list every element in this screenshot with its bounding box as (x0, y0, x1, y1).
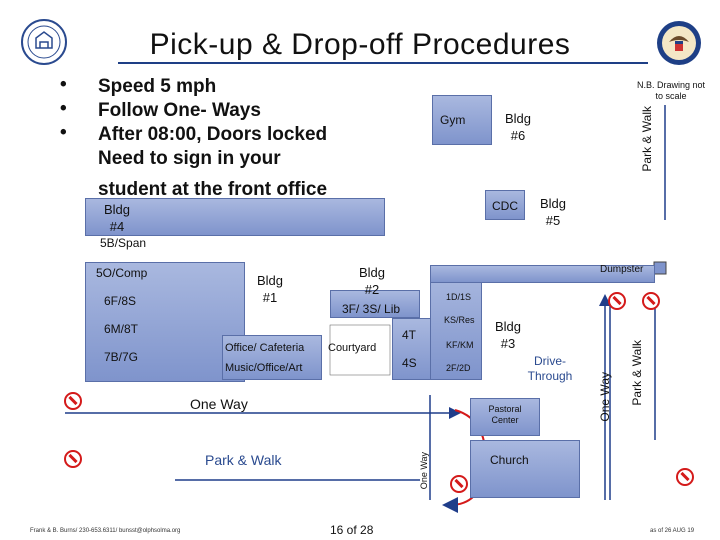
no-entry-icon (64, 392, 82, 410)
no-entry-icon (64, 450, 82, 468)
kfkm-label: KF/KM (446, 340, 474, 350)
room7b7g-label: 7B/7G (104, 350, 139, 364)
room1d1s-label: 1D/1S (446, 292, 472, 302)
building-pastoral (470, 398, 540, 436)
footer-date: as of 26 AUG 19 (650, 528, 695, 534)
building-cdc (485, 190, 525, 220)
dumpster-label: Dumpster (600, 264, 644, 275)
title-underline (118, 62, 648, 64)
comp5o-label: 5O/Comp (96, 266, 148, 280)
cdc-label: CDC (492, 199, 518, 213)
room4s-label: 4S (402, 356, 417, 370)
drive-through-label: Drive-Through (527, 354, 573, 383)
dumpster-box (653, 261, 667, 275)
park-walk-top-label: Park & Walk (640, 106, 654, 172)
bldg2-label: Bldg #2 (358, 265, 386, 297)
one-way-right-label: One Way (598, 372, 612, 422)
no-entry-icon (450, 475, 468, 493)
pastoral-label: Pastoral Center (488, 404, 522, 425)
building-1 (85, 262, 245, 382)
building-office (222, 335, 322, 380)
bldg4-label: Bldg #4 (103, 202, 131, 234)
room6m8t-label: 6M/8T (104, 322, 139, 336)
no-entry-icon (642, 292, 660, 310)
bldg1-label: Bldg #1 (256, 273, 284, 305)
building-church (470, 440, 580, 498)
building-4 (85, 198, 385, 236)
rule-item: Need to sign in your (98, 148, 281, 169)
building-dumpster-row (430, 265, 655, 283)
embassy-seal-logo (657, 21, 701, 65)
footer-contact: Frank & B. Burns/ 230-653.6311/ bunsst@o… (30, 528, 181, 534)
rule-item: Speed 5 mph (98, 76, 217, 97)
rule-item: student at the front office (98, 179, 328, 200)
room4t-label: 4T (402, 328, 417, 342)
span5b-label: 5B/Span (100, 236, 147, 250)
building-gym (432, 95, 492, 145)
music-label: Music/Office/Art (225, 362, 303, 374)
park-walk-bottom-label: Park & Walk (205, 452, 282, 468)
ksres-label: KS/Res (444, 315, 475, 325)
office-label: Office/ Cafeteria (225, 342, 305, 354)
bldg3-label: Bldg #3 (494, 319, 522, 351)
building-2 (330, 290, 420, 318)
bldg6-label: Bldg #6 (504, 111, 532, 143)
school-seal-logo (21, 19, 67, 65)
no-entry-icon (676, 468, 694, 486)
building-4t-4s (392, 318, 432, 380)
one-way-small-label: One Way (419, 452, 429, 490)
park-walk-right-label: Park & Walk (630, 340, 644, 406)
courtyard-area (329, 324, 391, 376)
gym-label: Gym (440, 113, 466, 127)
courtyard-label: Courtyard (328, 342, 377, 354)
building-3 (430, 270, 482, 380)
no-entry-icon (608, 292, 626, 310)
page-number: 16 of 28 (330, 523, 374, 537)
rule-item: Follow One- Ways (98, 100, 261, 121)
lib-label: 3F/ 3S/ Lib (342, 302, 401, 316)
rule-item: After 08:00, Doors locked (98, 124, 328, 145)
church-label: Church (490, 453, 529, 467)
bldg5-label: Bldg #5 (539, 196, 567, 228)
one-way-label: One Way (190, 396, 248, 412)
room2f2d-label: 2F/2D (446, 363, 471, 373)
room6f8s-label: 6F/8S (104, 294, 137, 308)
scale-note: N.B. Drawing not to scale (636, 80, 706, 101)
page-title: Pick-up & Drop-off Procedures (149, 28, 571, 61)
